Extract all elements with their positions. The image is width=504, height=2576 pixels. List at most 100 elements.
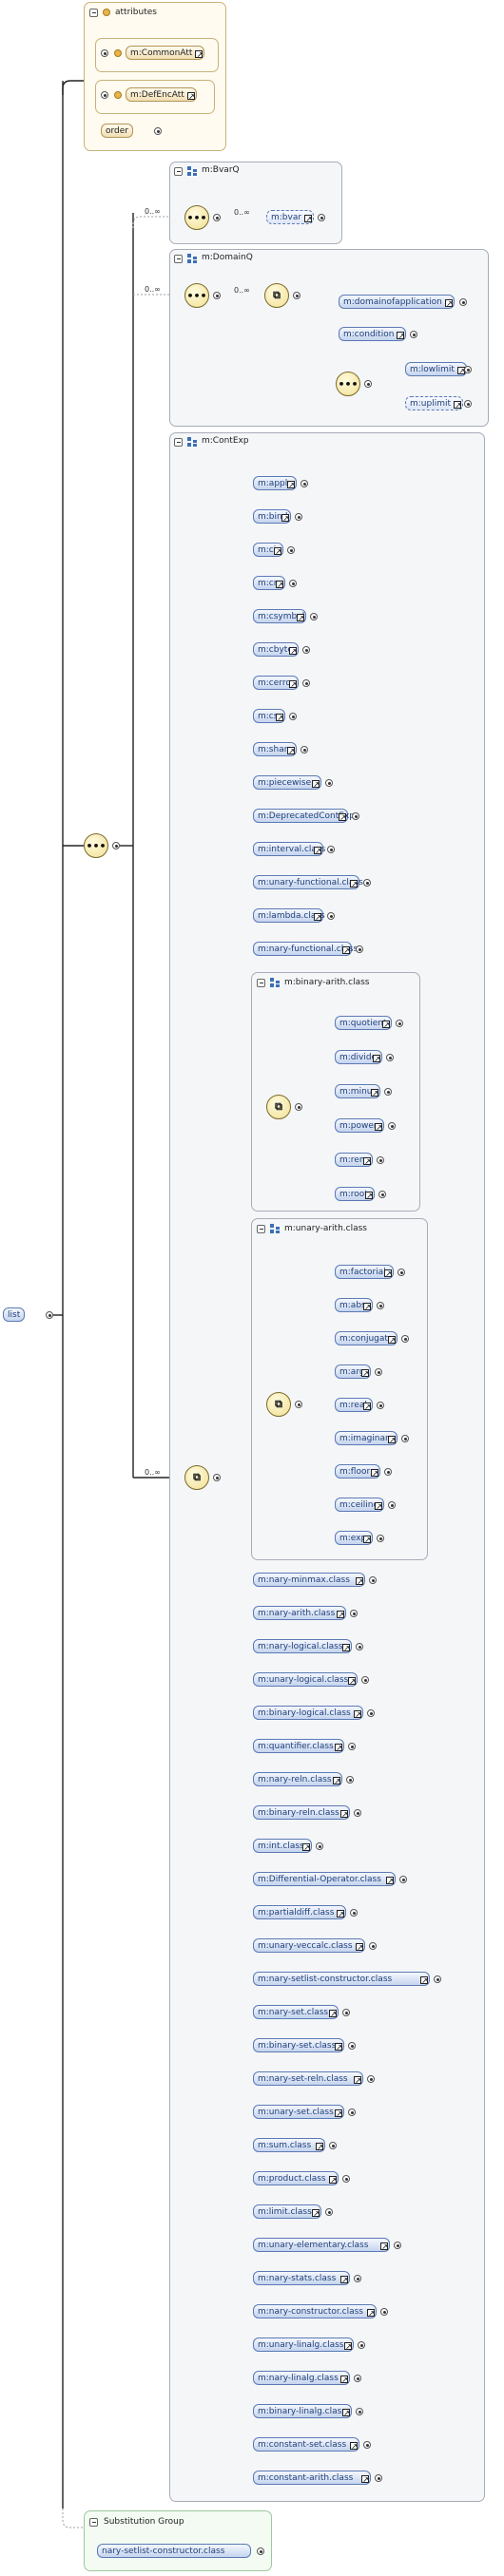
element-quotient[interactable]: m:quotient: [335, 1016, 392, 1032]
expand-plus-icon[interactable]: [396, 1020, 403, 1027]
expand-plus-icon[interactable]: [327, 846, 335, 853]
expand-plus-icon[interactable]: [325, 2208, 333, 2216]
expand-plus-icon[interactable]: [289, 713, 297, 720]
element-nary-setlist-constructor-class[interactable]: m:nary-setlist-constructor.class: [253, 1972, 430, 1988]
element-constant-set-class[interactable]: m:constant-set.class: [253, 2437, 359, 2453]
element-interval-class[interactable]: m:interval.class: [253, 842, 325, 858]
attr-commonatt[interactable]: m:CommonAtt: [126, 46, 205, 62]
element-uplimit[interactable]: m:uplimit: [405, 396, 464, 412]
expand-plus-icon[interactable]: [213, 214, 221, 221]
expand-plus-icon[interactable]: [257, 2547, 264, 2555]
element-unary-logical-class[interactable]: m:unary-logical.class: [253, 1672, 358, 1689]
expand-plus-icon[interactable]: [325, 779, 333, 787]
element-nary-arith-class[interactable]: m:nary-arith.class: [253, 1606, 346, 1622]
element-product-class[interactable]: m:product.class: [253, 2171, 339, 2187]
element-root[interactable]: m:root: [335, 1187, 375, 1203]
collapse-minus-icon[interactable]: [89, 2518, 98, 2527]
expand-plus-icon[interactable]: [302, 679, 310, 687]
attr-order[interactable]: order: [101, 124, 133, 138]
element-bvar[interactable]: m:bvar: [266, 210, 315, 226]
expand-plus-icon[interactable]: [295, 513, 302, 521]
element-cbytes[interactable]: m:cbytes: [253, 642, 299, 658]
expand-plus-icon[interactable]: [213, 1474, 221, 1481]
element-ceiling[interactable]: m:ceiling: [335, 1498, 384, 1514]
element-sum-class[interactable]: m:sum.class: [253, 2138, 325, 2154]
expand-plus-icon[interactable]: [401, 1335, 409, 1343]
expand-plus-icon[interactable]: [354, 2275, 361, 2282]
expand-plus-icon[interactable]: [369, 1576, 377, 1584]
element-DeprecatedContExp[interactable]: m:DeprecatedContExp: [253, 809, 355, 825]
element-quantifier-class[interactable]: m:quantifier.class: [253, 1739, 344, 1755]
expand-plus-icon[interactable]: [289, 580, 297, 587]
element-power[interactable]: m:power: [335, 1118, 384, 1135]
expand-plus-icon[interactable]: [101, 49, 108, 57]
expand-plus-icon[interactable]: [112, 842, 120, 849]
collapse-minus-icon[interactable]: [174, 438, 183, 447]
collapse-minus-icon[interactable]: [257, 1225, 265, 1233]
expand-plus-icon[interactable]: [346, 1776, 354, 1784]
expand-plus-icon[interactable]: [348, 1743, 356, 1750]
element-apply[interactable]: m:apply: [253, 476, 297, 492]
expand-plus-icon[interactable]: [295, 1401, 302, 1408]
expand-plus-icon[interactable]: [397, 1269, 405, 1276]
expand-plus-icon[interactable]: [464, 366, 472, 373]
element-binary-linalg-class[interactable]: m:binary-linalg.class: [253, 2404, 352, 2420]
element-factorial[interactable]: m:factorial: [335, 1265, 394, 1281]
collapse-minus-icon[interactable]: [174, 255, 183, 263]
expand-plus-icon[interactable]: [364, 380, 372, 388]
element-abs[interactable]: m:abs: [335, 1298, 373, 1314]
element-partialdiff-class[interactable]: m:partialdiff.class: [253, 1905, 346, 1921]
expand-plus-icon[interactable]: [350, 1610, 358, 1617]
expand-plus-icon[interactable]: [318, 214, 325, 221]
element-real[interactable]: m:real: [335, 1398, 373, 1414]
expand-plus-icon[interactable]: [388, 1122, 396, 1130]
expand-plus-icon[interactable]: [367, 2075, 375, 2083]
expand-plus-icon[interactable]: [316, 1842, 323, 1850]
element-limit-class[interactable]: m:limit.class: [253, 2204, 321, 2221]
element-nary-linalg-class[interactable]: m:nary-linalg.class: [253, 2371, 350, 2387]
element-floor[interactable]: m:floor: [335, 1464, 380, 1480]
expand-plus-icon[interactable]: [101, 91, 108, 99]
element-unary-functional-class[interactable]: m:unary-functional.class: [253, 875, 363, 891]
element-unary-elementary-class[interactable]: m:unary-elementary.class: [253, 2238, 390, 2254]
substitution-item-nary-setlist-constructor[interactable]: nary-setlist-constructor.class: [97, 2544, 251, 2558]
expand-plus-icon[interactable]: [386, 1054, 394, 1061]
collapse-minus-icon[interactable]: [257, 979, 265, 987]
expand-plus-icon[interactable]: [300, 746, 308, 754]
collapse-minus-icon[interactable]: [89, 9, 98, 17]
element-unary-veccalc-class[interactable]: m:unary-veccalc.class: [253, 1938, 365, 1955]
element-conjugate[interactable]: m:conjugate: [335, 1331, 397, 1347]
expand-plus-icon[interactable]: [356, 945, 363, 953]
expand-plus-icon[interactable]: [358, 2341, 365, 2349]
expand-plus-icon[interactable]: [287, 546, 295, 554]
element-cs[interactable]: m:cs: [253, 709, 285, 725]
element-cn[interactable]: m:cn: [253, 576, 285, 592]
element-nary-minmax-class[interactable]: m:nary-minmax.class: [253, 1573, 365, 1589]
element-domainofapplication[interactable]: m:domainofapplication: [339, 295, 455, 311]
attr-defencatt[interactable]: m:DefEncAtt: [126, 87, 197, 104]
expand-plus-icon[interactable]: [213, 292, 221, 299]
expand-plus-icon[interactable]: [329, 2142, 337, 2149]
expand-plus-icon[interactable]: [300, 480, 308, 487]
expand-plus-icon[interactable]: [356, 1643, 363, 1651]
expand-plus-icon[interactable]: [377, 1535, 384, 1542]
collapse-minus-icon[interactable]: [174, 167, 183, 176]
expand-plus-icon[interactable]: [352, 812, 359, 820]
expand-plus-icon[interactable]: [388, 1501, 396, 1509]
element-constant-arith-class[interactable]: m:constant-arith.class: [253, 2471, 371, 2487]
expand-plus-icon[interactable]: [369, 1942, 377, 1950]
element-csymbol[interactable]: m:csymbol: [253, 609, 306, 625]
element-rem[interactable]: m:rem: [335, 1153, 373, 1169]
element-bind[interactable]: m:bind: [253, 509, 291, 525]
expand-plus-icon[interactable]: [377, 1302, 384, 1309]
expand-plus-icon[interactable]: [434, 1975, 441, 1983]
element-binary-set-class[interactable]: m:binary-set.class: [253, 2038, 344, 2054]
expand-plus-icon[interactable]: [401, 1435, 409, 1442]
element-int-class[interactable]: m:int.class: [253, 1839, 312, 1855]
expand-plus-icon[interactable]: [154, 127, 162, 135]
expand-plus-icon[interactable]: [384, 1468, 392, 1476]
expand-plus-icon[interactable]: [375, 1368, 382, 1376]
element-nary-set-class[interactable]: m:nary-set.class: [253, 2005, 339, 2021]
element-nary-logical-class[interactable]: m:nary-logical.class: [253, 1639, 352, 1655]
expand-plus-icon[interactable]: [363, 2441, 371, 2449]
